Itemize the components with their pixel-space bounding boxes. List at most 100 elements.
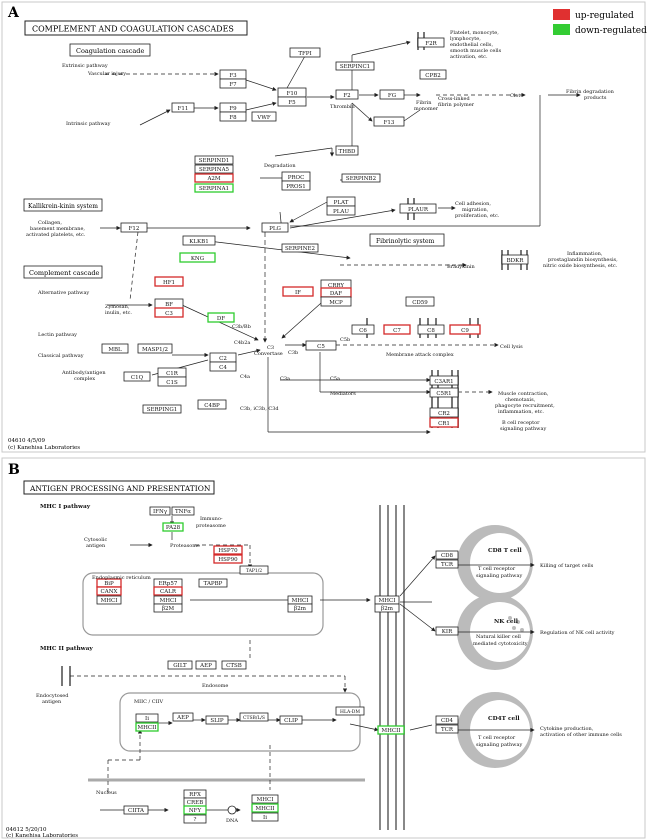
gene-box-aep2[interactable]: [172, 712, 194, 722]
gene-box-canx[interactable]: [96, 586, 122, 596]
gene-box-a2m[interactable]: [194, 173, 234, 183]
label-c3bbb: C3b/Bb: [232, 324, 251, 330]
gene-box-f12[interactable]: [120, 222, 148, 233]
gene-box-f11[interactable]: [171, 102, 195, 113]
gene-box-mbl[interactable]: [101, 343, 129, 354]
gene-box-tcr2[interactable]: [435, 724, 459, 734]
section-box: [369, 233, 445, 247]
gene-box-c8[interactable]: [417, 324, 445, 335]
gene-box-b2m_er[interactable]: [153, 603, 183, 613]
gene-box-ctsbls[interactable]: [239, 712, 269, 722]
gene-box-hladm[interactable]: [335, 706, 365, 716]
gene-box-cd8[interactable]: [435, 550, 459, 560]
label-cytokine2: activation of other immune cells: [540, 732, 622, 738]
gene-box-serpinb2[interactable]: [341, 173, 381, 183]
gene-box-f5[interactable]: [277, 96, 307, 107]
gene-box-kng[interactable]: [179, 252, 216, 263]
gene-box-aep[interactable]: [195, 660, 217, 670]
gene-box-pa28[interactable]: [162, 522, 184, 532]
gene-box-serpina5[interactable]: [194, 164, 234, 174]
gene-label-f7: F7: [229, 82, 237, 88]
gene-box-ii[interactable]: [135, 713, 159, 723]
gene-box-vwf[interactable]: [251, 111, 277, 122]
gene-box-tcr1[interactable]: [435, 559, 459, 569]
gene-box-c1q[interactable]: [123, 371, 151, 382]
gene-box-c9[interactable]: [449, 324, 481, 335]
gene-box-serpina1[interactable]: [194, 183, 234, 193]
gene-box-tfpi[interactable]: [289, 47, 321, 58]
er-compartment: [82, 572, 324, 636]
gene-box-cd4[interactable]: [435, 715, 459, 725]
gene-box-ii_nuc[interactable]: [251, 812, 279, 822]
gene-box-f2r[interactable]: [417, 37, 445, 48]
label-cytosolic1: Cytosolic: [84, 537, 107, 543]
gene-box-tap12[interactable]: [239, 565, 269, 575]
gene-box-if[interactable]: [282, 286, 314, 297]
gene-box-c1s[interactable]: [157, 376, 187, 387]
gene-box-clip[interactable]: [279, 715, 303, 725]
gene-box-tnfa[interactable]: [171, 506, 195, 516]
gene-box-plaur[interactable]: [399, 203, 437, 214]
gene-box-c4bp[interactable]: [197, 399, 227, 410]
gene-box-gilt[interactable]: [167, 660, 193, 670]
gene-box-f7[interactable]: [219, 78, 247, 89]
gene-box-hf1[interactable]: [154, 276, 184, 287]
gene-box-serpind1[interactable]: [194, 155, 234, 165]
gene-box-thbd[interactable]: [335, 145, 359, 156]
gene-box-ifng[interactable]: [149, 506, 171, 516]
gene-box-masp12[interactable]: [137, 343, 173, 354]
gene-box-ciita[interactable]: [123, 805, 149, 815]
gene-box-nfy[interactable]: [183, 805, 207, 815]
gene-box-plau[interactable]: [326, 205, 356, 216]
gene-box-cd59[interactable]: [405, 296, 435, 307]
gene-box-slip[interactable]: [205, 715, 229, 725]
gene-box-mhci_nuc[interactable]: [251, 794, 279, 804]
gene-box-serpine2[interactable]: [281, 243, 319, 253]
gene-box-df[interactable]: [207, 312, 235, 323]
gene-box-c6[interactable]: [351, 324, 375, 335]
gene-box-pros1[interactable]: [281, 180, 311, 191]
gene-label-ii: Ii: [145, 716, 149, 722]
gene-box-c7[interactable]: [383, 324, 411, 335]
gene-box-f2[interactable]: [335, 89, 359, 100]
gene-box-cr1[interactable]: [429, 417, 459, 428]
gene-box-mhcii_nuc[interactable]: [251, 803, 279, 813]
label-fdp1: Fibrin degradation: [566, 89, 615, 95]
gene-box-mcp[interactable]: [320, 296, 352, 307]
gene-box-plg[interactable]: [261, 222, 289, 233]
gene-box-mhcii_pm[interactable]: [377, 725, 405, 735]
gene-box-mhcii_miic[interactable]: [135, 722, 159, 732]
label-platelet1: Platelet, monocyte,: [450, 30, 499, 36]
label-platelet3: endothelial cells,: [450, 42, 493, 48]
gene-box-tapbp[interactable]: [198, 578, 228, 588]
gene-box-f13[interactable]: [373, 116, 405, 127]
gene-box-c5r1[interactable]: [429, 387, 459, 398]
gene-box-b2m_golgi[interactable]: [287, 603, 313, 613]
gene-box-calr[interactable]: [153, 586, 183, 596]
gene-box-kir[interactable]: [435, 626, 459, 636]
gene-box-mhci_er[interactable]: [96, 595, 122, 605]
gene-box-cpb2[interactable]: [419, 69, 447, 80]
gene-box-b2m_pm[interactable]: [374, 603, 400, 613]
gene-box-klkb1[interactable]: [182, 235, 216, 246]
gene-label-nfy: NFY: [189, 808, 202, 814]
gene-box-hsp90[interactable]: [213, 554, 243, 564]
gene-box-hsp70[interactable]: [213, 545, 243, 555]
gene-box-f8[interactable]: [219, 111, 247, 122]
gene-box-serpinc1[interactable]: [335, 61, 375, 71]
gene-box-cr2[interactable]: [429, 407, 459, 418]
gene-box-q[interactable]: [183, 814, 207, 824]
gene-box-bdkr[interactable]: [501, 254, 529, 265]
gene-label-f9: F9: [229, 106, 237, 112]
gene-box-ctsb[interactable]: [221, 660, 247, 670]
gene-box-c3a[interactable]: [154, 307, 184, 318]
gene-box-serping1[interactable]: [142, 404, 182, 414]
gene-box-fg[interactable]: [379, 89, 405, 100]
gene-label-c3ar1: C3AR1: [434, 379, 453, 385]
gene-box-c3ar1[interactable]: [429, 375, 459, 386]
label-nucleus: Nucleus: [96, 790, 117, 796]
gene-box-c5[interactable]: [305, 340, 337, 351]
gene-label-serpind1: SERPIND1: [199, 158, 230, 164]
gene-box-c4[interactable]: [209, 361, 237, 372]
label-c4b2a: C4b2a: [234, 340, 250, 346]
